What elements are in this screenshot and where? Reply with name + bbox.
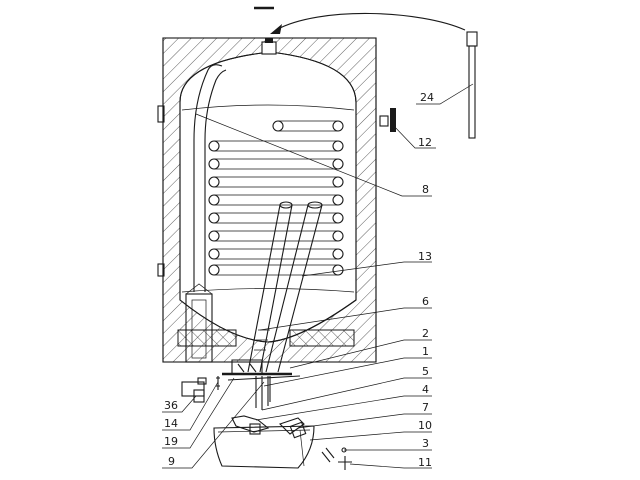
label-10: 10 (418, 419, 432, 432)
coil-loop-end (208, 230, 220, 242)
coil-loop-end (332, 120, 344, 132)
safety-valve (181, 376, 220, 403)
label-6: 6 (422, 295, 429, 308)
coil-tube (214, 140, 338, 152)
inner-tank (179, 51, 357, 343)
coil-loop-end (208, 264, 220, 276)
label-13: 13 (418, 250, 432, 263)
outlet-pipe-24 (466, 31, 478, 139)
coil-loop-end (332, 264, 344, 276)
label-8: 8 (422, 183, 429, 196)
side-fitting-bottom (157, 263, 165, 277)
bottom-insulation-right (289, 329, 355, 347)
label-14: 14 (164, 417, 178, 430)
coil-loop-end (332, 158, 344, 170)
coil-tube (214, 176, 338, 188)
label-3: 3 (422, 437, 429, 450)
bottom-cover (213, 425, 315, 469)
heating-coil (208, 120, 344, 276)
coil-loop-end (332, 176, 344, 188)
thermostat (231, 415, 270, 435)
coil-loop-end (272, 120, 284, 132)
coil-loop-end (208, 140, 220, 152)
label-19: 19 (164, 435, 178, 448)
label-12: 12 (418, 136, 432, 149)
bottom-insulation-left (177, 329, 237, 347)
coil-loop-end (332, 194, 344, 206)
label-36: 36 (164, 399, 178, 412)
plug-12 (379, 108, 396, 132)
coil-tube (214, 194, 338, 206)
label-7: 7 (422, 401, 429, 414)
coil-loop-end (332, 212, 344, 224)
flange-assembly (222, 359, 301, 410)
label-11: 11 (418, 456, 432, 469)
coil-tube (214, 248, 338, 260)
coil-tube (214, 158, 338, 170)
coil-tube (214, 264, 338, 276)
label-9: 9 (168, 455, 175, 468)
label-24: 24 (420, 91, 434, 104)
coil-loop-end (208, 158, 220, 170)
label-1: 1 (422, 345, 429, 358)
assembly-arrowhead (270, 24, 282, 34)
coil-loop-end (208, 248, 220, 260)
assembly-arrow (275, 12, 466, 31)
inlet-pipe (185, 64, 227, 363)
inner-tank-top-line (181, 104, 355, 111)
small-fittings (321, 447, 352, 470)
label-2: 2 (422, 327, 429, 340)
label-5: 5 (422, 365, 429, 378)
coil-tube (278, 120, 338, 132)
side-fitting-top (157, 105, 165, 123)
coil-loop-end (332, 248, 344, 260)
coil-loop-end (208, 212, 220, 224)
leader-lines (162, 83, 474, 469)
insulation-shell (162, 37, 377, 363)
coil-tube (214, 230, 338, 242)
coil-loop-end (332, 140, 344, 152)
label-4: 4 (422, 383, 429, 396)
inner-tank-bottom-line (181, 288, 355, 293)
coil-loop-end (208, 194, 220, 206)
coil-loop-end (332, 230, 344, 242)
coil-loop-end (208, 176, 220, 188)
top-fitting (261, 41, 277, 55)
